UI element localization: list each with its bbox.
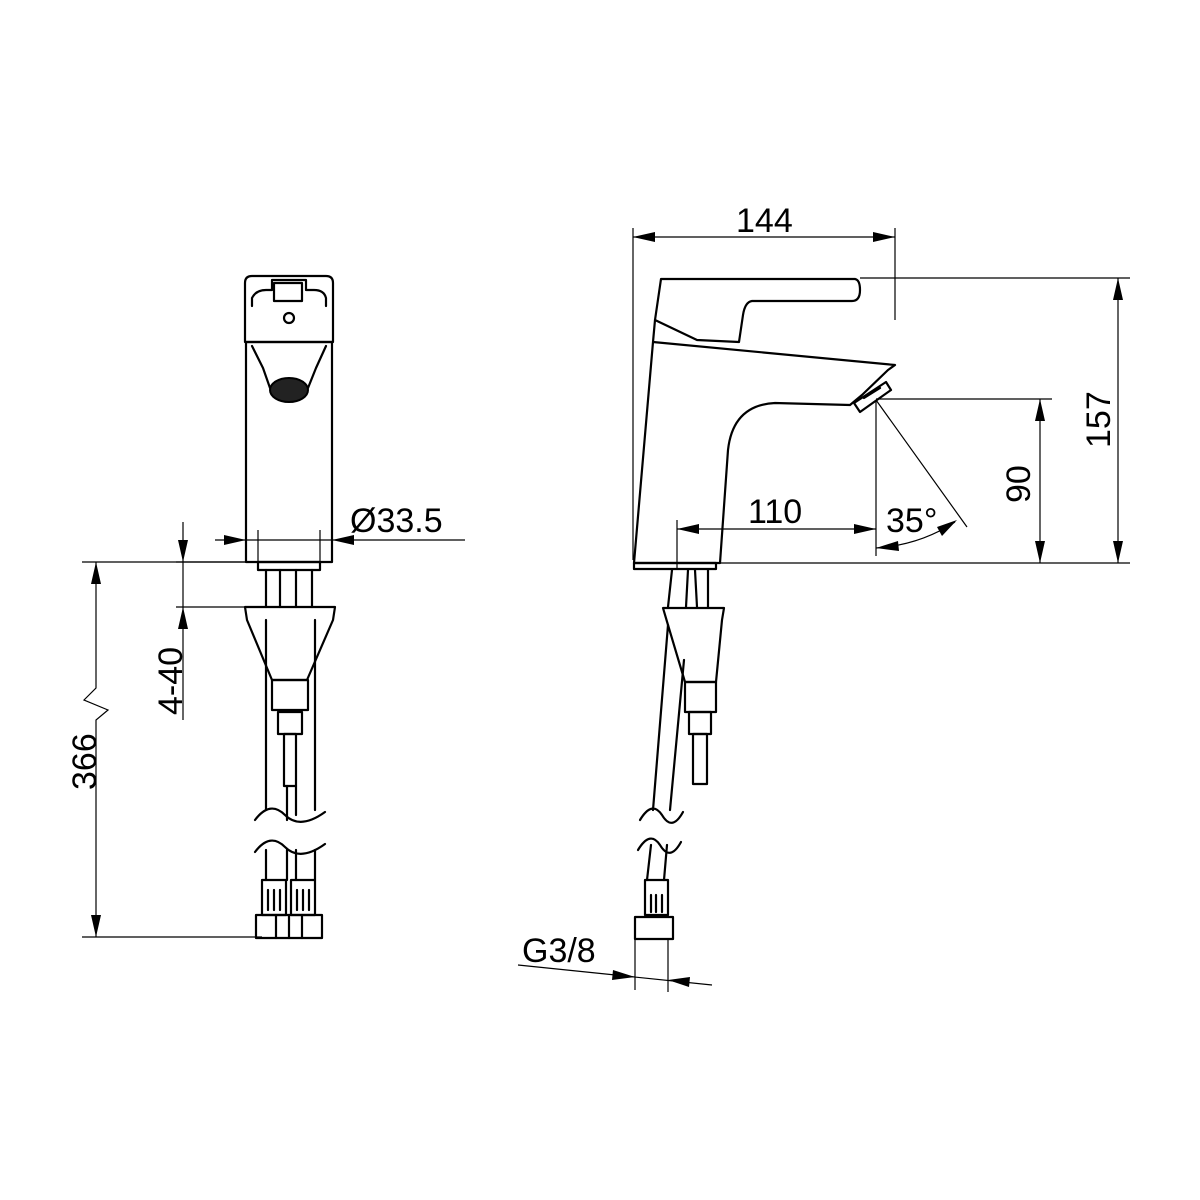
front-hoses (264, 618, 317, 882)
front-handle-hole (282, 311, 296, 325)
side-mounting-nut (687, 710, 713, 736)
width-dimension-line (632, 228, 896, 560)
front-break-wave (253, 807, 327, 855)
side-pipes-upper (666, 568, 710, 609)
front-handle (243, 274, 335, 344)
hose-length-label: 366 (66, 733, 104, 790)
height-label: 157 (1080, 391, 1118, 448)
aerator (269, 377, 309, 403)
spout-reach-dimension-line (676, 400, 877, 570)
width-label: 144 (736, 202, 793, 240)
hose-length-dimension-line (82, 561, 262, 938)
side-fitting-knurl (649, 893, 664, 914)
side-hose-nut (633, 915, 675, 941)
threaded-rod (282, 732, 298, 788)
side-threaded-rod (691, 732, 709, 786)
spout-reach-label: 110 (748, 493, 802, 531)
side-aerator (852, 380, 893, 414)
side-mounting-block (683, 680, 718, 714)
front-view: Ø33.5 4-40 366 (66, 274, 465, 940)
mount-range-arrows (178, 540, 188, 629)
diameter-label: Ø33.5 (350, 502, 443, 540)
front-handle-lever (250, 278, 328, 308)
thread-label: G3/8 (522, 932, 596, 970)
side-break-wave (636, 807, 685, 854)
mounting-cone (243, 605, 337, 682)
side-hose-fitting (643, 878, 670, 917)
nut-facets (274, 913, 304, 940)
front-handle-cap (272, 281, 304, 303)
front-body (244, 340, 334, 564)
front-base (256, 560, 322, 572)
side-handle (653, 277, 862, 344)
fitting-knurl (266, 888, 311, 912)
side-base (632, 561, 718, 571)
spout-height-label: 90 (1000, 465, 1038, 503)
side-mounting-cone (661, 606, 726, 684)
spout-height-dimension-line (876, 398, 1052, 563)
mount-range-label: 4-40 (152, 647, 190, 715)
mounting-block (270, 678, 310, 712)
front-pipes-upper (264, 568, 314, 609)
spray-angle-arrows (876, 520, 957, 551)
mounting-nut (276, 710, 304, 736)
spray-angle-label: 35° (886, 502, 937, 540)
height-dimension-line (720, 277, 1130, 564)
side-body (632, 318, 897, 565)
spout-reach-arrows (677, 524, 876, 534)
side-hose (645, 623, 686, 882)
side-view: 144 157 90 110 35° G3/8 (517, 202, 1130, 992)
